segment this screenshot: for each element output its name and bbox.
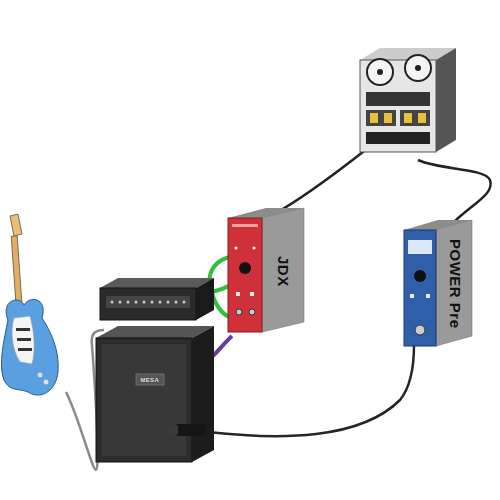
- jdx-module: [228, 208, 304, 332]
- microphone: [168, 424, 206, 436]
- speaker-cabinet: [96, 326, 214, 462]
- module-side-panel: JDX: [264, 212, 302, 330]
- brand-logo: MESA: [141, 377, 160, 383]
- power-pre-module: [404, 220, 472, 346]
- module-name: POWER Pre: [447, 239, 464, 329]
- amp-head: [100, 278, 214, 320]
- logo-badge: [136, 374, 164, 385]
- mic-cable: [208, 345, 414, 436]
- electric-guitar: [1, 214, 58, 395]
- jdx-to-tape-cable: [274, 148, 368, 214]
- module-side-panel: POWER Pre: [438, 224, 472, 344]
- preamp-to-tape-cable: [418, 160, 491, 224]
- reel-to-reel-recorder: [360, 48, 456, 152]
- module-name: JDX: [275, 256, 292, 287]
